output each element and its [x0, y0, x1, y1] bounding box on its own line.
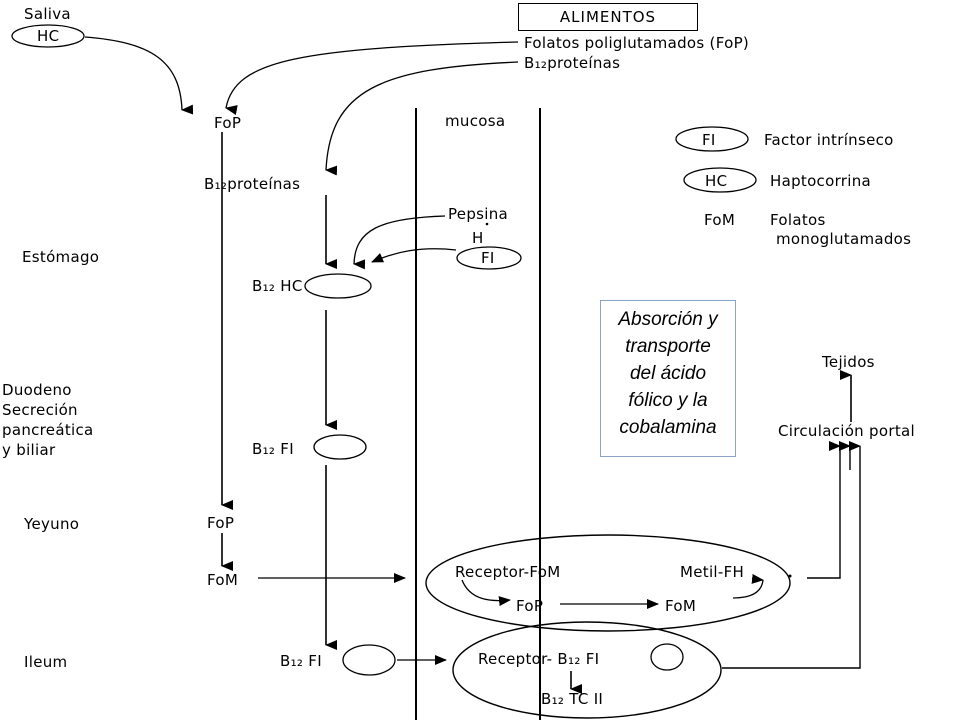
caption-callout: Absorción y transporte del ácido fólico …: [600, 300, 736, 457]
legend-fi-symbol: FI: [702, 131, 716, 149]
b12-tc-label: B₁₂ TC II: [541, 690, 604, 708]
region-estomago: Estómago: [22, 248, 100, 266]
legend-fom-label-2: monoglutamados: [776, 230, 912, 248]
b12-hc-ellipse: [304, 273, 372, 299]
folatos-arrow: [225, 41, 519, 115]
alimentos-title: ALIMENTOS: [518, 3, 698, 31]
caption-line-1: Absorción y: [618, 309, 718, 330]
folate-receptor-label: Receptor-FoM: [455, 563, 561, 581]
node-fi-secreted: FI: [481, 249, 495, 267]
node-fop-1: FoP: [214, 114, 242, 132]
saliva-hc-label: HC: [37, 27, 60, 45]
saliva-label: Saliva: [24, 5, 71, 23]
b12-proteins-arrow: [325, 61, 519, 176]
region-duodeno-3: pancreática: [2, 421, 94, 439]
pepsina-dot: [485, 222, 489, 226]
inner-fop-label: FoP: [516, 597, 544, 615]
node-fom-1: FoM: [207, 571, 239, 589]
fi-arrow: [371, 248, 457, 263]
output-tejidos: Tejidos: [822, 353, 875, 371]
caption-line-5: cobalamina: [619, 417, 717, 438]
caption-line-2: transporte: [625, 336, 711, 357]
fom-to-metil-arrow: [732, 573, 764, 599]
region-duodeno-1: Duodeno: [2, 381, 72, 399]
node-pepsina: Pepsina: [448, 205, 509, 223]
node-b12-proteins: B₁₂proteínas: [204, 175, 301, 193]
region-ileum: Ileum: [24, 653, 68, 671]
b12-fi-ellipse-2: [342, 644, 396, 676]
legend-fi-ellipse: [675, 126, 749, 152]
metil-dot: [788, 574, 792, 578]
node-h: H: [472, 229, 484, 247]
inner-fom-label: FoM: [665, 597, 697, 615]
b12-proteins-top-label: B₁₂proteínas: [524, 54, 621, 72]
node-fop-2: FoP: [207, 514, 235, 532]
region-yeyuno: Yeyuno: [24, 515, 80, 533]
saliva-hc-ellipse: [11, 24, 85, 48]
legend-fom-symbol: FoM: [704, 211, 736, 229]
folate-receptor-cell: [425, 534, 791, 632]
metil-fh-label: Metil-FH: [680, 563, 745, 581]
caption-line-3: del ácido: [629, 363, 707, 384]
region-duodeno-2: Secreción: [2, 401, 78, 419]
b12-to-portal-line: [722, 441, 861, 669]
b12-fi-ellipse-1: [313, 434, 367, 460]
pepsina-arrow: [353, 215, 446, 270]
saliva-arrow: [84, 36, 194, 115]
legend-fi-label: Factor intrínseco: [764, 131, 894, 149]
receptor-fi-ellipse: [650, 643, 684, 671]
legend-hc-symbol: HC: [705, 172, 728, 190]
folate-to-portal-line: [807, 441, 841, 579]
output-circulacion: Circulación portal: [778, 422, 915, 440]
legend-hc-label: Haptocorrina: [770, 172, 872, 190]
legend-hc-ellipse: [683, 167, 757, 193]
node-b12-fi-2: B₁₂ FI: [280, 652, 322, 670]
folatos-label: Folatos poliglutamados (FoP): [524, 34, 750, 52]
region-duodeno-4: y biliar: [2, 441, 56, 459]
receptor-to-fop-arrow: [461, 579, 511, 607]
node-b12-hc: B₁₂ HC: [252, 277, 303, 295]
mucosa-label: mucosa: [445, 112, 506, 130]
fi-secreted-ellipse: [456, 246, 522, 270]
node-b12-fi-1: B₁₂ FI: [252, 440, 294, 458]
legend-fom-label-1: Folatos: [770, 211, 826, 229]
caption-line-4: fólico y la: [628, 390, 708, 411]
b12-receptor-cell: [452, 621, 722, 719]
b12-receptor-label: Receptor- B₁₂ FI: [478, 650, 600, 668]
